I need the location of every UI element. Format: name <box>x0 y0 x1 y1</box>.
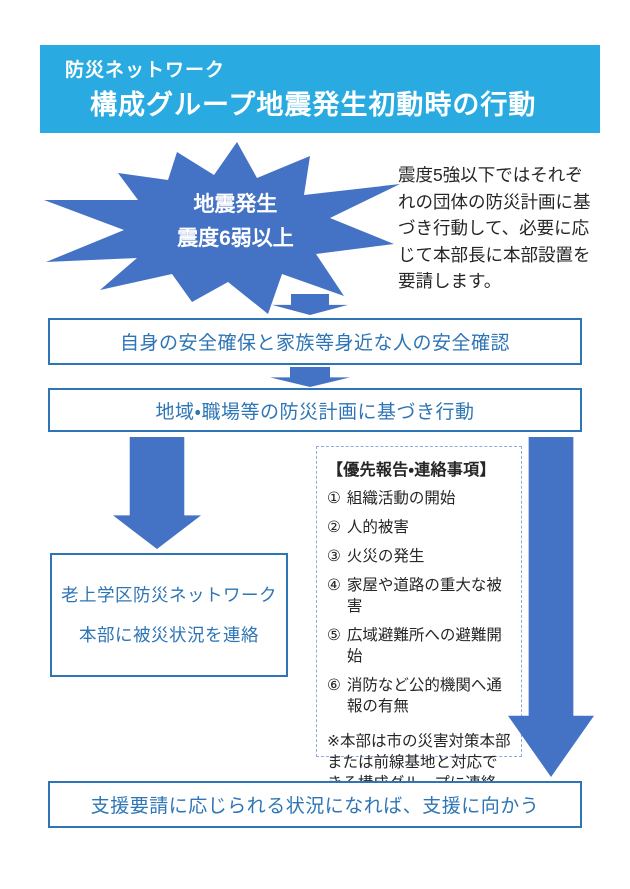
item-text: 火災の発生 <box>346 548 425 565</box>
item-number: ① <box>327 490 341 507</box>
banner-subtitle: 防災ネットワーク <box>65 60 226 81</box>
item-text: 消防など公的機関へ通報の有無 <box>346 677 502 715</box>
item-number: ⑤ <box>327 627 341 644</box>
burst-label: 地震発生 震度6弱以上 <box>177 188 294 256</box>
side-note: 震度5強以下ではそれぞれの団体の防災計画に基づき行動して、必要に応じて本部長に本… <box>398 165 591 291</box>
item-number: ④ <box>327 577 341 594</box>
priority-item: ④ 家屋や道路の重大な被害 <box>327 575 511 617</box>
title-banner: 防災ネットワーク 構成グループ地震発生初動時の行動 <box>40 45 600 133</box>
priority-title: 【優先報告・連絡事項】 <box>327 462 496 479</box>
priority-item: ③ 火災の発生 <box>327 546 511 567</box>
step2-box: 地域・職場等の防災計画に基づき行動 <box>48 388 582 432</box>
banner-title: 構成グループ地震発生初動時の行動 <box>90 90 537 120</box>
priority-item: ① 組織活動の開始 <box>327 488 511 509</box>
priority-report-box: 【優先報告・連絡事項】 ① 組織活動の開始 ② 人的被害 ③ 火災の発生 ④ 家… <box>316 446 522 813</box>
down-arrow-icon <box>272 294 348 315</box>
burst-line1: 地震発生 <box>193 192 278 216</box>
priority-item: ⑥ 消防など公的機関へ通報の有無 <box>327 675 511 717</box>
contact-line1: 老上学区防災ネットワーク <box>61 585 277 605</box>
big-down-arrow-icon <box>113 437 201 549</box>
down-arrow-icon <box>270 367 350 387</box>
priority-item: ⑤ 広域避難所への避難開始 <box>327 625 511 667</box>
item-text: 広域避難所への避難開始 <box>346 627 502 665</box>
contact-line2: 本部に被災状況を連絡 <box>79 625 259 645</box>
final-box: 支援要請に応じられる状況になれば、支援に向かう <box>48 781 582 828</box>
burst-shape-icon <box>44 142 400 314</box>
item-number: ⑥ <box>327 677 341 694</box>
item-text: 人的被害 <box>346 519 409 536</box>
item-text: 家屋や道路の重大な被害 <box>346 577 502 615</box>
item-number: ③ <box>327 548 341 565</box>
priority-item: ② 人的被害 <box>327 517 511 538</box>
item-text: 組織活動の開始 <box>346 490 456 507</box>
burst-line2: 震度6弱以上 <box>177 226 294 250</box>
earthquake-burst: 地震発生 震度6弱以上 <box>42 140 407 318</box>
item-number: ② <box>327 519 341 536</box>
contact-box: 老上学区防災ネットワーク 本部に被災状況を連絡 <box>50 553 288 677</box>
step1-box: 自身の安全確保と家族等身近な人の安全確認 <box>48 318 582 365</box>
